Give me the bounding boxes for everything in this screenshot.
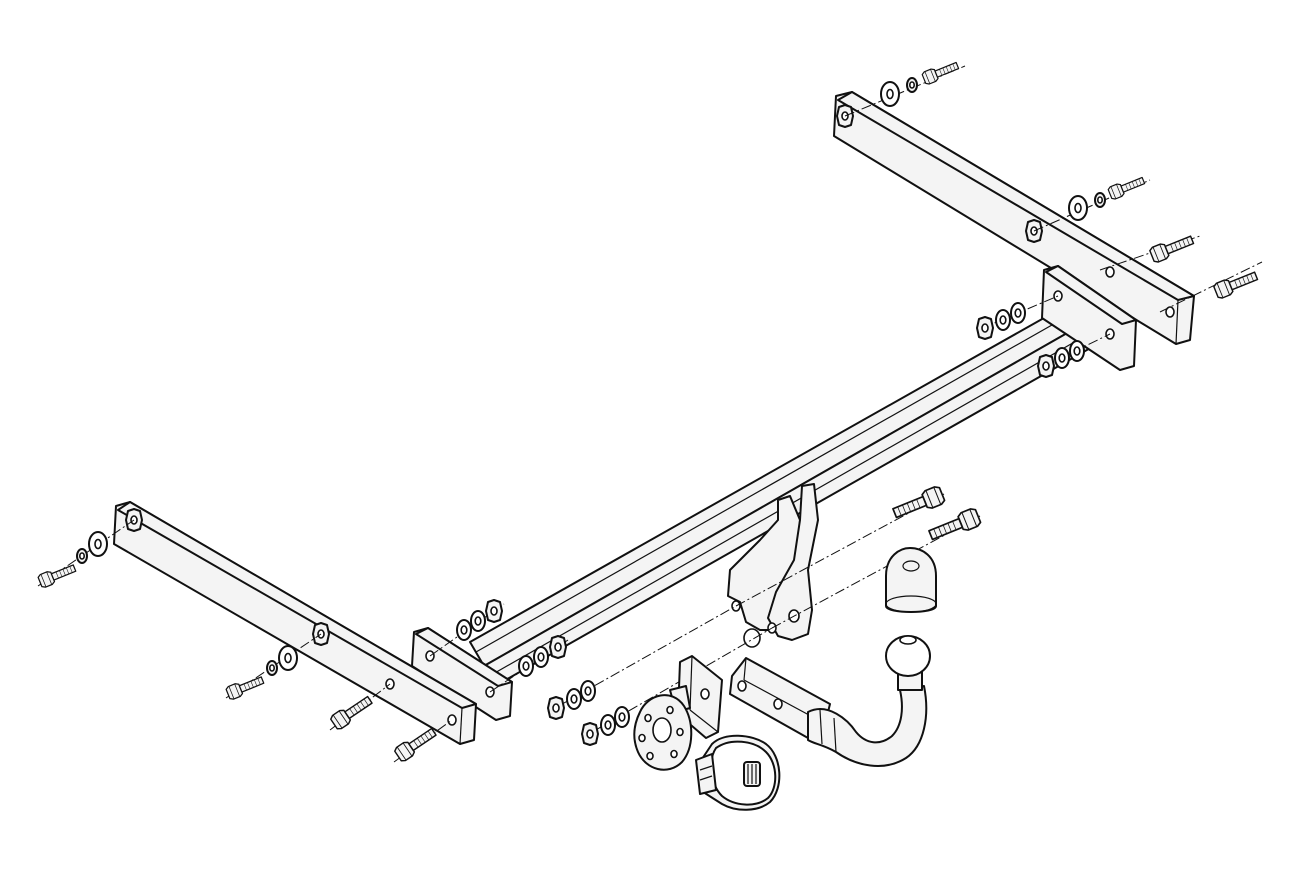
bolt: [36, 561, 78, 589]
washer: [470, 610, 486, 632]
washer: [88, 531, 108, 557]
washer: [456, 619, 472, 641]
right-end-plate: [1041, 265, 1137, 371]
nut: [485, 599, 503, 623]
bolt: [920, 58, 961, 86]
left-side-bracket: [113, 501, 477, 745]
bolt: [392, 724, 439, 764]
bolt: [890, 484, 947, 523]
washer: [1010, 302, 1026, 324]
washer: [600, 714, 616, 736]
nut: [976, 316, 994, 340]
tow-ball-neck: [729, 657, 928, 767]
main-cross-beam: [469, 291, 1109, 691]
bolt: [1106, 173, 1147, 201]
electrical-socket: [695, 734, 781, 811]
spring-washer: [266, 660, 278, 676]
socket-face-plate: [633, 694, 693, 771]
bolt: [926, 506, 983, 545]
washer: [1054, 347, 1070, 369]
washer: [880, 81, 900, 107]
washer: [580, 680, 596, 702]
nut: [581, 722, 599, 746]
bolt: [1212, 267, 1260, 301]
nut: [549, 635, 567, 659]
spring-washer: [1094, 192, 1106, 208]
bolt: [328, 692, 375, 732]
washer: [278, 645, 298, 671]
tow-ball-cap: [885, 547, 937, 613]
nut: [1037, 354, 1055, 378]
washer: [566, 688, 582, 710]
tow-ball: [885, 635, 931, 691]
bolt: [1148, 231, 1196, 265]
washer: [614, 706, 630, 728]
nut: [547, 696, 565, 720]
spring-washer: [76, 548, 88, 564]
washer: [995, 309, 1011, 331]
washer: [518, 655, 534, 677]
spring-washer: [906, 77, 918, 93]
central-mounting-bracket: [727, 483, 819, 648]
washer: [533, 646, 549, 668]
right-side-bracket: [833, 91, 1195, 345]
washer: [1069, 340, 1085, 362]
bolt: [224, 673, 266, 701]
washer: [1068, 195, 1088, 221]
